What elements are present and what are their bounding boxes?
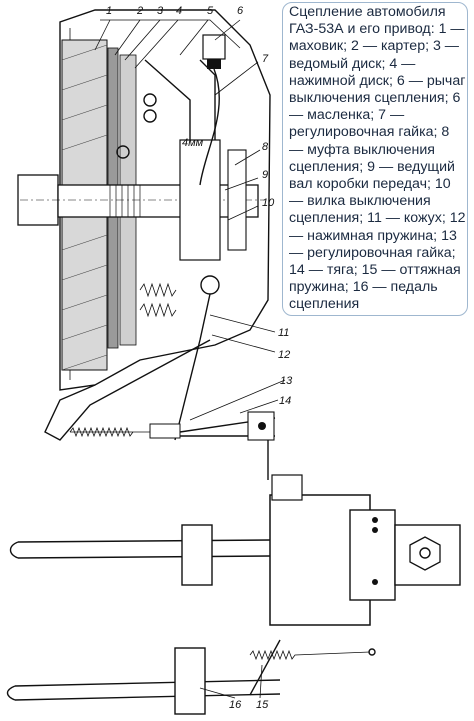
callout-14: 14	[279, 395, 291, 407]
callout-15: 15	[256, 699, 269, 711]
clutch-housing	[17, 9, 271, 441]
linkage	[69, 411, 276, 480]
callout-16: 16	[229, 699, 242, 711]
callout-4: 4	[176, 5, 182, 17]
callout-2: 2	[136, 5, 143, 17]
caption-text: Сцепление автомобиля ГАЗ-53А и его приво…	[289, 4, 466, 313]
callout-7: 7	[262, 53, 269, 65]
callout-12: 12	[278, 349, 290, 361]
callout-6: 6	[237, 5, 244, 17]
dimension-label: 4мм	[182, 137, 204, 149]
callouts: 1 2 3 4 5 6 7 8 9 10 11 12 13 14 15 16	[106, 5, 293, 711]
callout-1: 1	[106, 5, 112, 17]
callout-3: 3	[157, 5, 164, 17]
callout-10: 10	[262, 197, 275, 209]
pedal-assembly	[6, 474, 461, 715]
callout-13: 13	[280, 375, 293, 387]
callout-11: 11	[278, 327, 289, 339]
callout-8: 8	[262, 141, 269, 153]
callout-5: 5	[207, 5, 214, 17]
callout-9: 9	[262, 169, 268, 181]
leader-lines	[94, 19, 286, 699]
caption-box: Сцепление автомобиля ГАЗ-53А и его приво…	[282, 2, 468, 316]
